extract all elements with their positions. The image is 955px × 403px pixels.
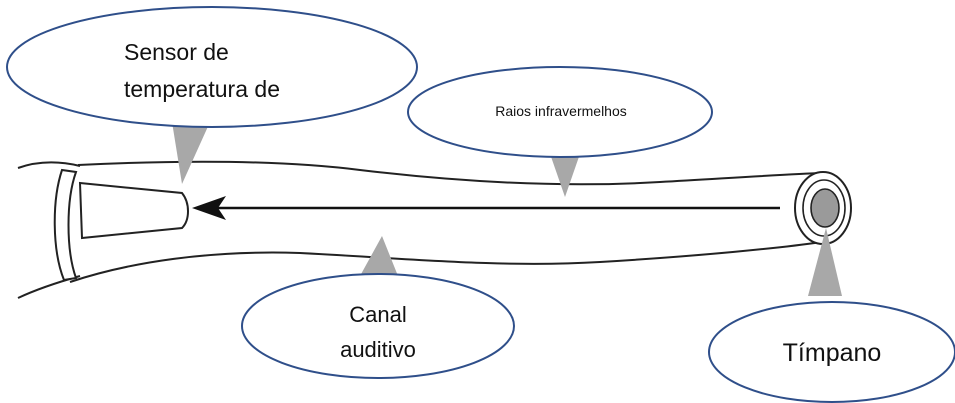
callout-eardrum-bubble [708, 301, 955, 403]
probe-cone [78, 181, 189, 240]
callout-sensor-pointer [172, 122, 210, 184]
canal-upper-wall [77, 160, 823, 186]
callout-canal-text-line2: auditivo [340, 337, 416, 362]
infrared-ray-arrow [192, 196, 780, 220]
thermometer-probe [17, 161, 189, 299]
callout-eardrum: Tímpano [708, 228, 955, 403]
callout-canal: Canal auditivo [241, 236, 515, 379]
callout-infrared-pointer [548, 148, 582, 197]
probe-body-top [17, 161, 81, 169]
callout-sensor-text-line1: Sensor de [124, 39, 229, 65]
callout-canal-text-line1: Canal [349, 302, 406, 327]
ear-canal-tube [69, 160, 852, 283]
infrared-ray-arrowhead [192, 196, 226, 220]
canal-lower-wall [69, 241, 823, 283]
callout-eardrum-text: Tímpano [783, 339, 882, 367]
callout-infrared-bubble [407, 66, 713, 158]
callout-infrared: Raios infravermelhos [407, 66, 713, 197]
callout-sensor-text-line2: temperatura de [124, 76, 280, 102]
callout-infrared-text: Raios infravermelhos [495, 103, 627, 119]
callout-canal-bubble [241, 273, 515, 379]
callout-sensor: Sensor de temperatura de [6, 6, 418, 184]
probe-rim [53, 168, 78, 282]
callout-eardrum-pointer [808, 228, 842, 296]
callout-sensor-bubble [6, 6, 418, 128]
eardrum-membrane [810, 188, 840, 228]
callout-canal-pointer [360, 236, 398, 276]
